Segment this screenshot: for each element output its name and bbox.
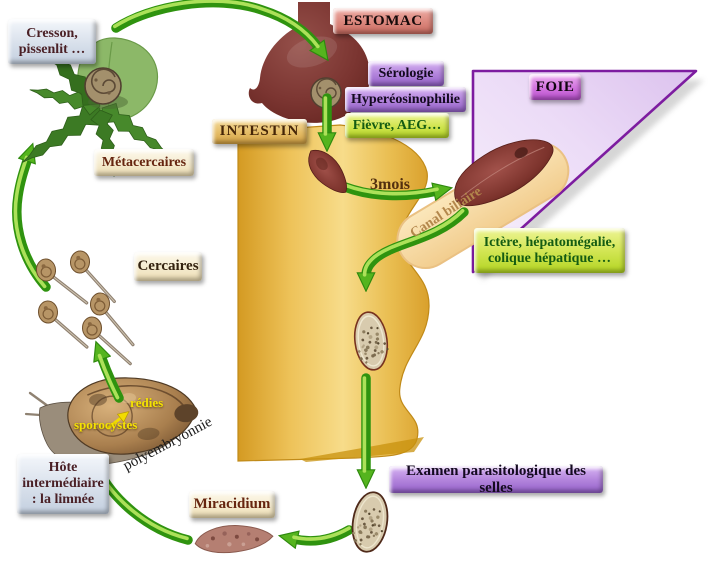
arrow-sporocystes-to-redies [106,417,122,430]
estomac-text: ESTOMAC [343,12,423,29]
foie-text: FOIE [535,78,575,95]
arrow-stool-egg-to-miracidium [294,525,354,541]
examen-selles-text: Examen parasitologique des selles [405,462,586,496]
cercaires-label: Cercaires [134,252,202,281]
foie-label: FOIE [529,74,581,100]
ictere-line2: colique hépatique … [488,250,611,266]
cycle-arrows [12,0,469,541]
sporocystes-label: sporocystes [74,417,137,433]
metacercaria-cyst-plant [84,67,128,109]
serologie-label: Sérologie [368,61,444,86]
fievre-aeg-label: Fièvre, AEG… [345,113,449,138]
snail-illustration [24,377,199,466]
fievre-aeg-text: Fièvre, AEG… [352,117,442,133]
intestin-label: INTESTIN [212,119,307,144]
examen-selles-label: Examen parasitologique des selles [389,463,603,496]
cresson-pissenlit-label: Cresson, pissenlit … [8,19,96,64]
adult-fluke [454,139,554,207]
cercaires-text: Cercaires [137,258,199,275]
arrow-stomach-to-intestine [325,93,327,136]
cercariae-group [33,248,140,367]
hypereosinophilie-text: Hyperéosinophilie [351,91,460,107]
intestin-text: INTESTIN [219,123,300,140]
redies-label: rédies [130,395,163,411]
egg-in-intestine [353,311,390,371]
estomac-label: ESTOMAC [333,8,433,34]
miracidium-label: Miracidium [189,491,275,518]
sporocystes-text: sporocystes [74,417,138,432]
hote-intermediaire-label: Hôte intermédiaire : la limnée [17,454,109,514]
hote-line1: Hôte [48,460,78,476]
arrow-bile-duct-to-egg [365,207,469,276]
three-months-label: 3mois [370,176,410,194]
three-months-text: 3mois [370,176,410,193]
redies-text: rédies [130,395,164,410]
cresson-line2: pissenlit … [18,41,86,57]
cresson-line1: Cresson, [26,25,78,41]
miracidium-illustration [194,525,274,554]
plant-illustration [21,37,168,177]
hypereosinophilie-label: Hyperéosinophilie [345,87,466,112]
ictere-line1: Ictère, hépatomégalie, [483,234,616,250]
metacercaires-text: Métacercaires [101,154,187,170]
miracidium-text: Miracidium [193,496,271,513]
hote-line3: : la limnée [31,491,95,507]
arrow-plant-to-stomach [111,0,319,48]
hote-line2: intermédiaire [22,476,104,492]
ictere-label: Ictère, hépatomégalie, colique hépatique… [474,228,625,273]
juvenile-fluke [308,149,347,193]
arrow-snail-to-cercariae [100,356,124,403]
egg-in-stool [348,491,389,553]
metacercaires-label: Métacercaires [94,149,194,176]
arrow-cercariae-to-plant [12,157,51,292]
arrow-3-months-to-bile-duct [340,182,437,195]
arrow-egg-to-stool [364,373,366,473]
serologie-text: Sérologie [378,65,434,81]
dandelion-leaf [21,102,101,163]
